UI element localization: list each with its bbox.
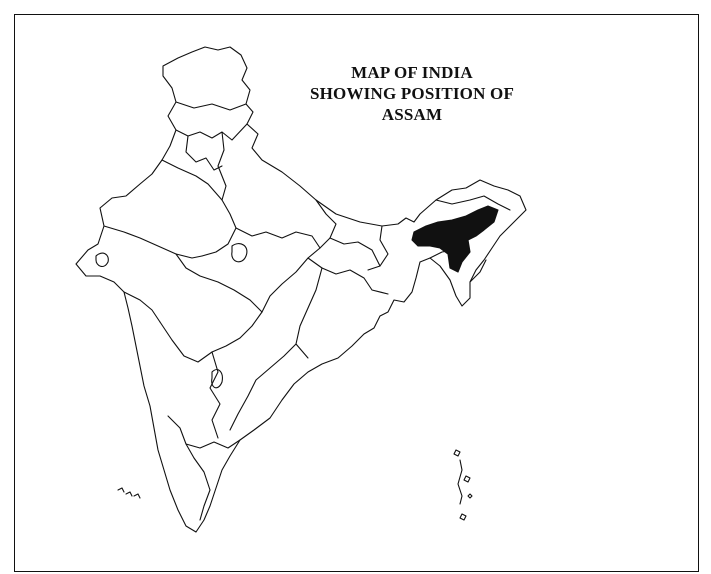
border-up-bihar bbox=[315, 199, 337, 249]
border-kerala-tn bbox=[199, 489, 211, 521]
border-punjab-haryana bbox=[185, 135, 223, 171]
enclave-gujarat bbox=[95, 252, 109, 268]
border-maharashtra-karnataka bbox=[159, 321, 213, 363]
andaman-islands bbox=[457, 459, 463, 505]
india-outline bbox=[75, 46, 527, 533]
border-maharashtra-telangana bbox=[211, 311, 263, 353]
nicobar-island-3 bbox=[467, 493, 473, 499]
border-up-mp bbox=[235, 227, 323, 269]
border-jharkhand-south bbox=[321, 267, 389, 295]
lakshadweep-islands bbox=[117, 487, 141, 499]
border-haryana-up bbox=[217, 131, 227, 201]
nicobar-island-1 bbox=[453, 449, 461, 457]
assam-region bbox=[411, 205, 499, 273]
nicobar-island-4 bbox=[459, 513, 467, 521]
border-chhattisgarh-odisha bbox=[295, 267, 323, 359]
border-karnataka-andhra bbox=[209, 351, 221, 439]
border-mp-chhattisgarh bbox=[261, 257, 309, 313]
border-jk-hp bbox=[175, 101, 247, 111]
border-hp-punjab bbox=[175, 123, 248, 141]
map-frame bbox=[14, 14, 699, 572]
border-karnataka-kerala bbox=[167, 415, 211, 491]
border-ne-arunachal bbox=[435, 195, 511, 211]
map-title-line-1: MAP OF INDIA bbox=[351, 63, 473, 82]
border-gujarat-maharashtra bbox=[123, 291, 161, 323]
border-rajasthan-gujarat bbox=[103, 225, 203, 259]
border-bihar-jharkhand bbox=[329, 237, 381, 267]
nicobar-island-2 bbox=[463, 475, 471, 483]
enclave-maharashtra bbox=[211, 369, 223, 389]
border-ne-manipur bbox=[469, 259, 487, 283]
border-andhra-odisha bbox=[229, 343, 297, 431]
map-title-line-3: ASSAM bbox=[381, 105, 443, 124]
border-mp-maharashtra bbox=[175, 253, 263, 313]
border-rajasthan-east bbox=[161, 159, 237, 257]
enclave-mp bbox=[231, 243, 248, 263]
border-tn-north bbox=[185, 439, 241, 449]
border-bihar-wb bbox=[367, 225, 389, 271]
map-title: MAP OF INDIA SHOWING POSITION OF ASSAM bbox=[282, 62, 542, 125]
map-title-line-2: SHOWING POSITION OF bbox=[309, 84, 515, 103]
